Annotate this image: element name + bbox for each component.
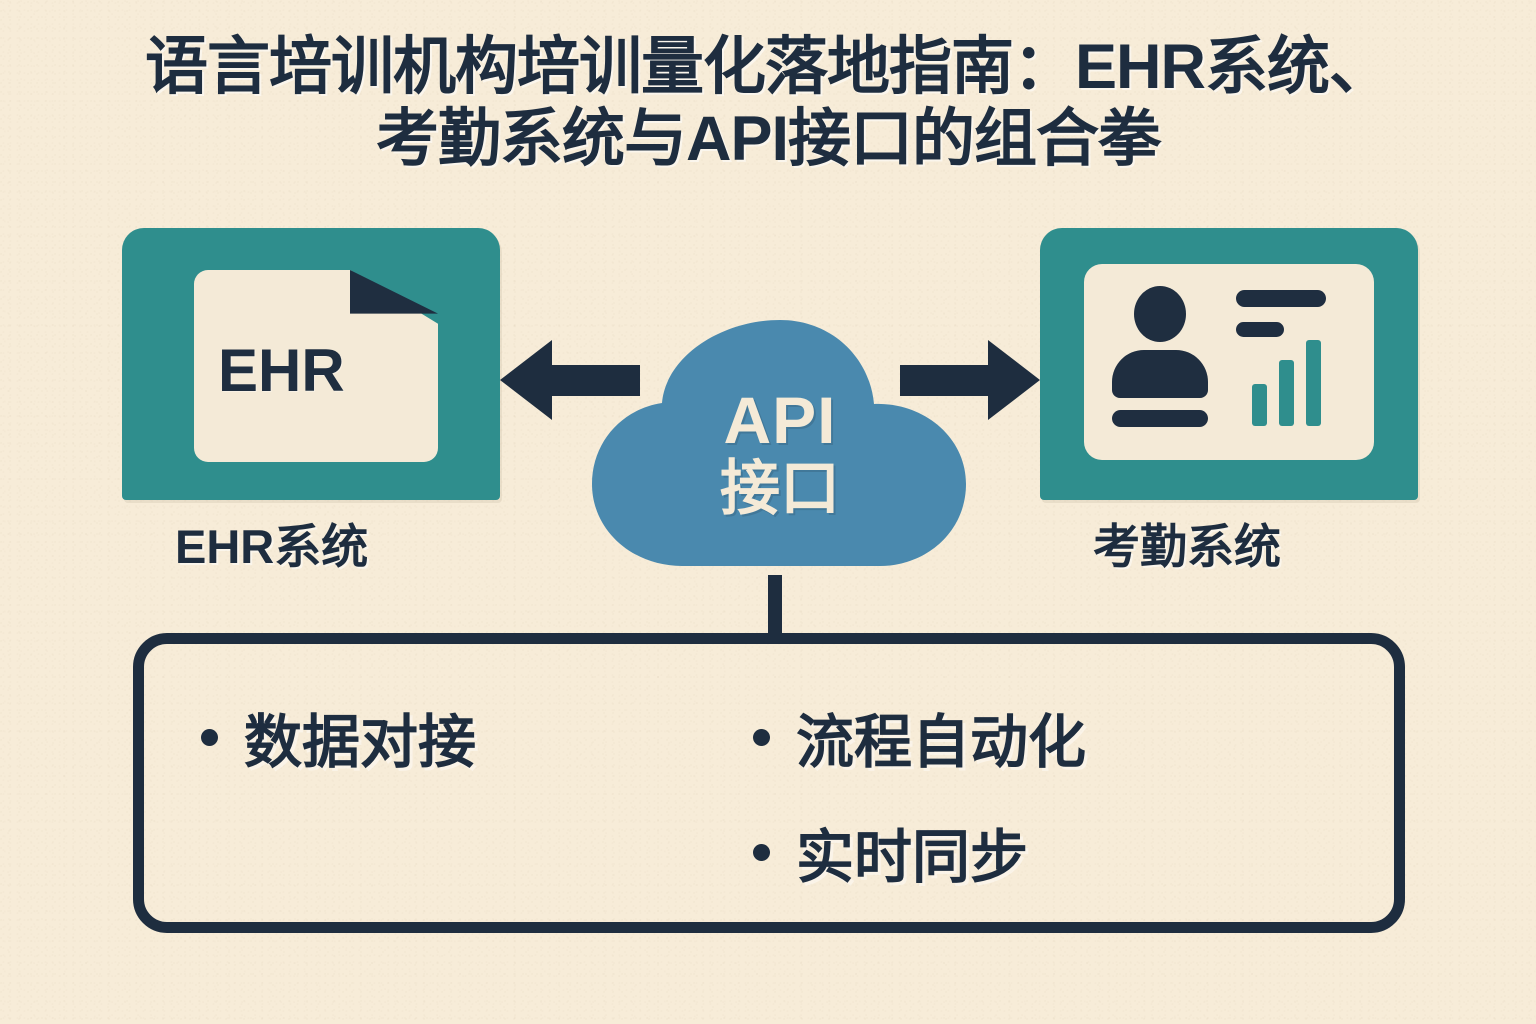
connector-cloud-to-box bbox=[768, 575, 782, 637]
bar-chart-bar-3 bbox=[1306, 340, 1321, 426]
bar-chart-bar-1 bbox=[1252, 384, 1267, 426]
attendance-screen-panel bbox=[1084, 264, 1374, 460]
person-head-icon bbox=[1134, 286, 1186, 342]
ehr-system-caption: EHR系统 bbox=[175, 520, 369, 573]
list-item: 实时同步 bbox=[753, 810, 1028, 894]
page-title: 语言培训机构培训量化落地指南：EHR系统、 考勤系统与API接口的组合拳 bbox=[144, 32, 1392, 174]
ehr-icon-label: EHR bbox=[218, 337, 345, 404]
cloud-shape-icon bbox=[592, 320, 966, 566]
bullet-label: 流程自动化 bbox=[796, 710, 1087, 775]
ehr-system-card[interactable]: EHR bbox=[122, 228, 500, 500]
bullet-dot-icon bbox=[753, 843, 770, 861]
attendance-system-caption: 考勤系统 bbox=[1093, 520, 1281, 573]
arrow-right-to-attendance bbox=[900, 340, 1040, 420]
info-line-short-icon bbox=[1236, 322, 1284, 337]
bullet-dot-icon bbox=[753, 728, 770, 746]
info-line-long-icon bbox=[1236, 290, 1326, 307]
list-item: 流程自动化 bbox=[753, 695, 1086, 779]
attendance-system-card[interactable] bbox=[1040, 228, 1418, 500]
person-baseline-icon bbox=[1112, 410, 1208, 427]
benefits-box bbox=[133, 633, 1405, 933]
arrow-left-to-ehr bbox=[500, 340, 640, 420]
api-cloud-node[interactable]: API 接口 bbox=[570, 308, 990, 598]
bullet-label: 数据对接 bbox=[244, 710, 477, 775]
bullet-dot-icon bbox=[201, 728, 218, 746]
bullet-label: 实时同步 bbox=[796, 825, 1029, 890]
bar-chart-bar-2 bbox=[1279, 360, 1294, 426]
list-item: 数据对接 bbox=[201, 695, 476, 779]
person-body-icon bbox=[1112, 350, 1208, 398]
